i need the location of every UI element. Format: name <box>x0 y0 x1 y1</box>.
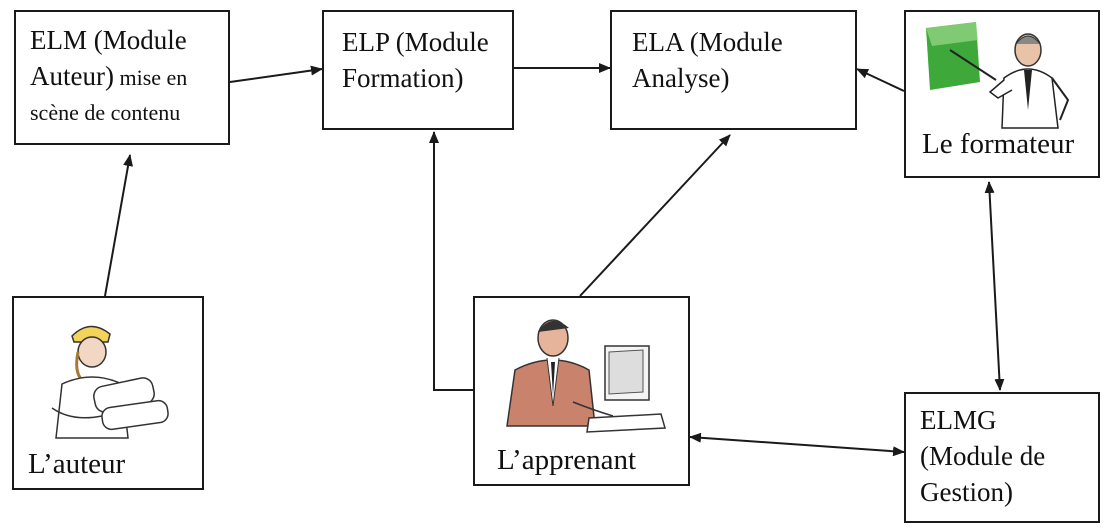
edge-apprenant-to-ela <box>579 134 731 297</box>
apprenant-label: L’apprenant <box>497 444 637 476</box>
node-elmg: ELMG (Module de Gestion) <box>904 392 1100 523</box>
edge-formateur-to-ela <box>856 68 905 92</box>
elm-line3: scène de contenu <box>30 100 181 125</box>
edge-formateur-elmg <box>984 181 1005 391</box>
ela-line1: ELA (Module <box>632 27 783 57</box>
elm-line1: ELM (Module <box>30 25 187 55</box>
edge-apprenant-to-elp <box>429 131 473 391</box>
elm-line2a: Auteur) <box>30 61 114 91</box>
node-auteur: L’auteur <box>12 296 204 490</box>
person-at-computer-icon <box>506 319 666 433</box>
edge-elm-to-elp <box>229 65 323 83</box>
node-formateur: Le formateur <box>904 10 1100 178</box>
ela-line2: Analyse) <box>632 63 730 93</box>
elmg-line1: ELMG <box>920 405 997 435</box>
elp-line2: Formation) <box>342 63 464 93</box>
elmg-line2: (Module de <box>920 441 1046 471</box>
teacher-at-board-icon <box>926 22 1070 129</box>
node-ela: ELA (Module Analyse) <box>610 10 857 130</box>
node-elp: ELP (Module Formation) <box>322 10 514 130</box>
elp-line1: ELP (Module <box>342 27 489 57</box>
node-apprenant: L’apprenant <box>473 296 690 486</box>
architect-with-blueprints-icon <box>51 325 169 439</box>
formateur-label: Le formateur <box>922 128 1075 160</box>
node-elm: ELM (Module Auteur) mise en scène de con… <box>14 10 230 145</box>
edge-auteur-to-elm <box>104 154 134 297</box>
elmg-line3: Gestion) <box>920 477 1013 507</box>
auteur-label: L’auteur <box>28 448 126 480</box>
edge-apprenant-elmg <box>689 432 905 457</box>
elm-line2b: mise en <box>113 65 188 90</box>
